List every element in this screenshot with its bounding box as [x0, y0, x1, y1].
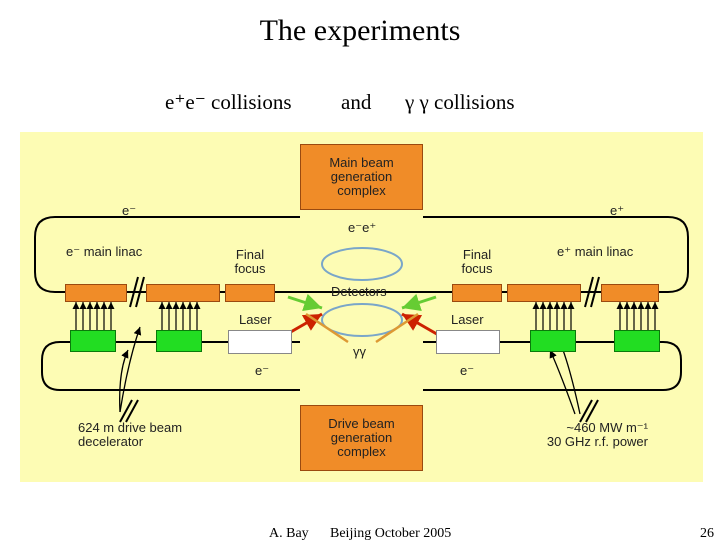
- laser-box-right: [436, 330, 500, 354]
- main-beam-loop-left: [34, 216, 300, 293]
- linac-segment-left-1: [65, 284, 127, 302]
- footer-page-number: 26: [700, 526, 714, 541]
- label-detectors: Detectors: [331, 284, 387, 299]
- laser-box-left: [228, 330, 292, 354]
- subtitle-ee-collisions: e⁺e⁻ collisions: [165, 90, 292, 114]
- label-e-minus-drive-left: e⁻: [255, 363, 270, 378]
- footer-author: A. Bay: [269, 526, 309, 541]
- label-e-minus-top: e⁻: [122, 203, 137, 218]
- label-drive-beam-decelerator: 624 m drive beam decelerator: [78, 420, 183, 449]
- label-laser-right: Laser: [451, 312, 484, 327]
- main-beam-generation-box: Main beam generation complex: [300, 144, 423, 210]
- label-final-focus-right: Final focus: [461, 247, 493, 276]
- label-laser-left: Laser: [239, 312, 272, 327]
- label-final-focus-left: Final focus: [234, 247, 266, 276]
- label-e-minus-drive-right: e⁻: [460, 363, 475, 378]
- linac-segment-left-2: [146, 284, 220, 302]
- clic-schematic-diagram: Main beam generation complex Drive beam …: [20, 132, 703, 482]
- pets-box-right-2: [614, 330, 660, 352]
- label-rf-power: ~460 MW m⁻¹ 30 GHz r.f. power: [546, 420, 648, 449]
- drive-beam-generation-box: Drive beam generation complex: [300, 405, 423, 471]
- linac-segment-right-2: [601, 284, 659, 302]
- final-focus-magnet-right: [452, 284, 502, 302]
- pets-box-left-1: [70, 330, 116, 352]
- label-e-plus-top: e⁺: [610, 203, 625, 218]
- label-gamma-gamma: γγ: [353, 344, 366, 359]
- linac-segment-right-1: [507, 284, 581, 302]
- drive-beam-loop-left: [41, 341, 300, 391]
- label-e-plus-main-linac: e⁺ main linac: [557, 244, 634, 259]
- pets-box-left-2: [156, 330, 202, 352]
- final-focus-magnet-left: [225, 284, 275, 302]
- slide-title: The experiments: [259, 14, 461, 47]
- main-beam-loop-right: [423, 216, 689, 293]
- diagram-lines: [34, 216, 689, 423]
- footer-event: Beijing October 2005: [330, 526, 452, 541]
- subtitle-gamma-collisions: γ γ collisions: [405, 90, 515, 114]
- pets-box-right-1: [530, 330, 576, 352]
- drive-beam-loop-right: [423, 341, 682, 391]
- subtitle-and: and: [341, 90, 372, 114]
- label-e-minus-main-linac: e⁻ main linac: [66, 244, 143, 259]
- label-ee-interaction: e⁻e⁺: [348, 220, 377, 235]
